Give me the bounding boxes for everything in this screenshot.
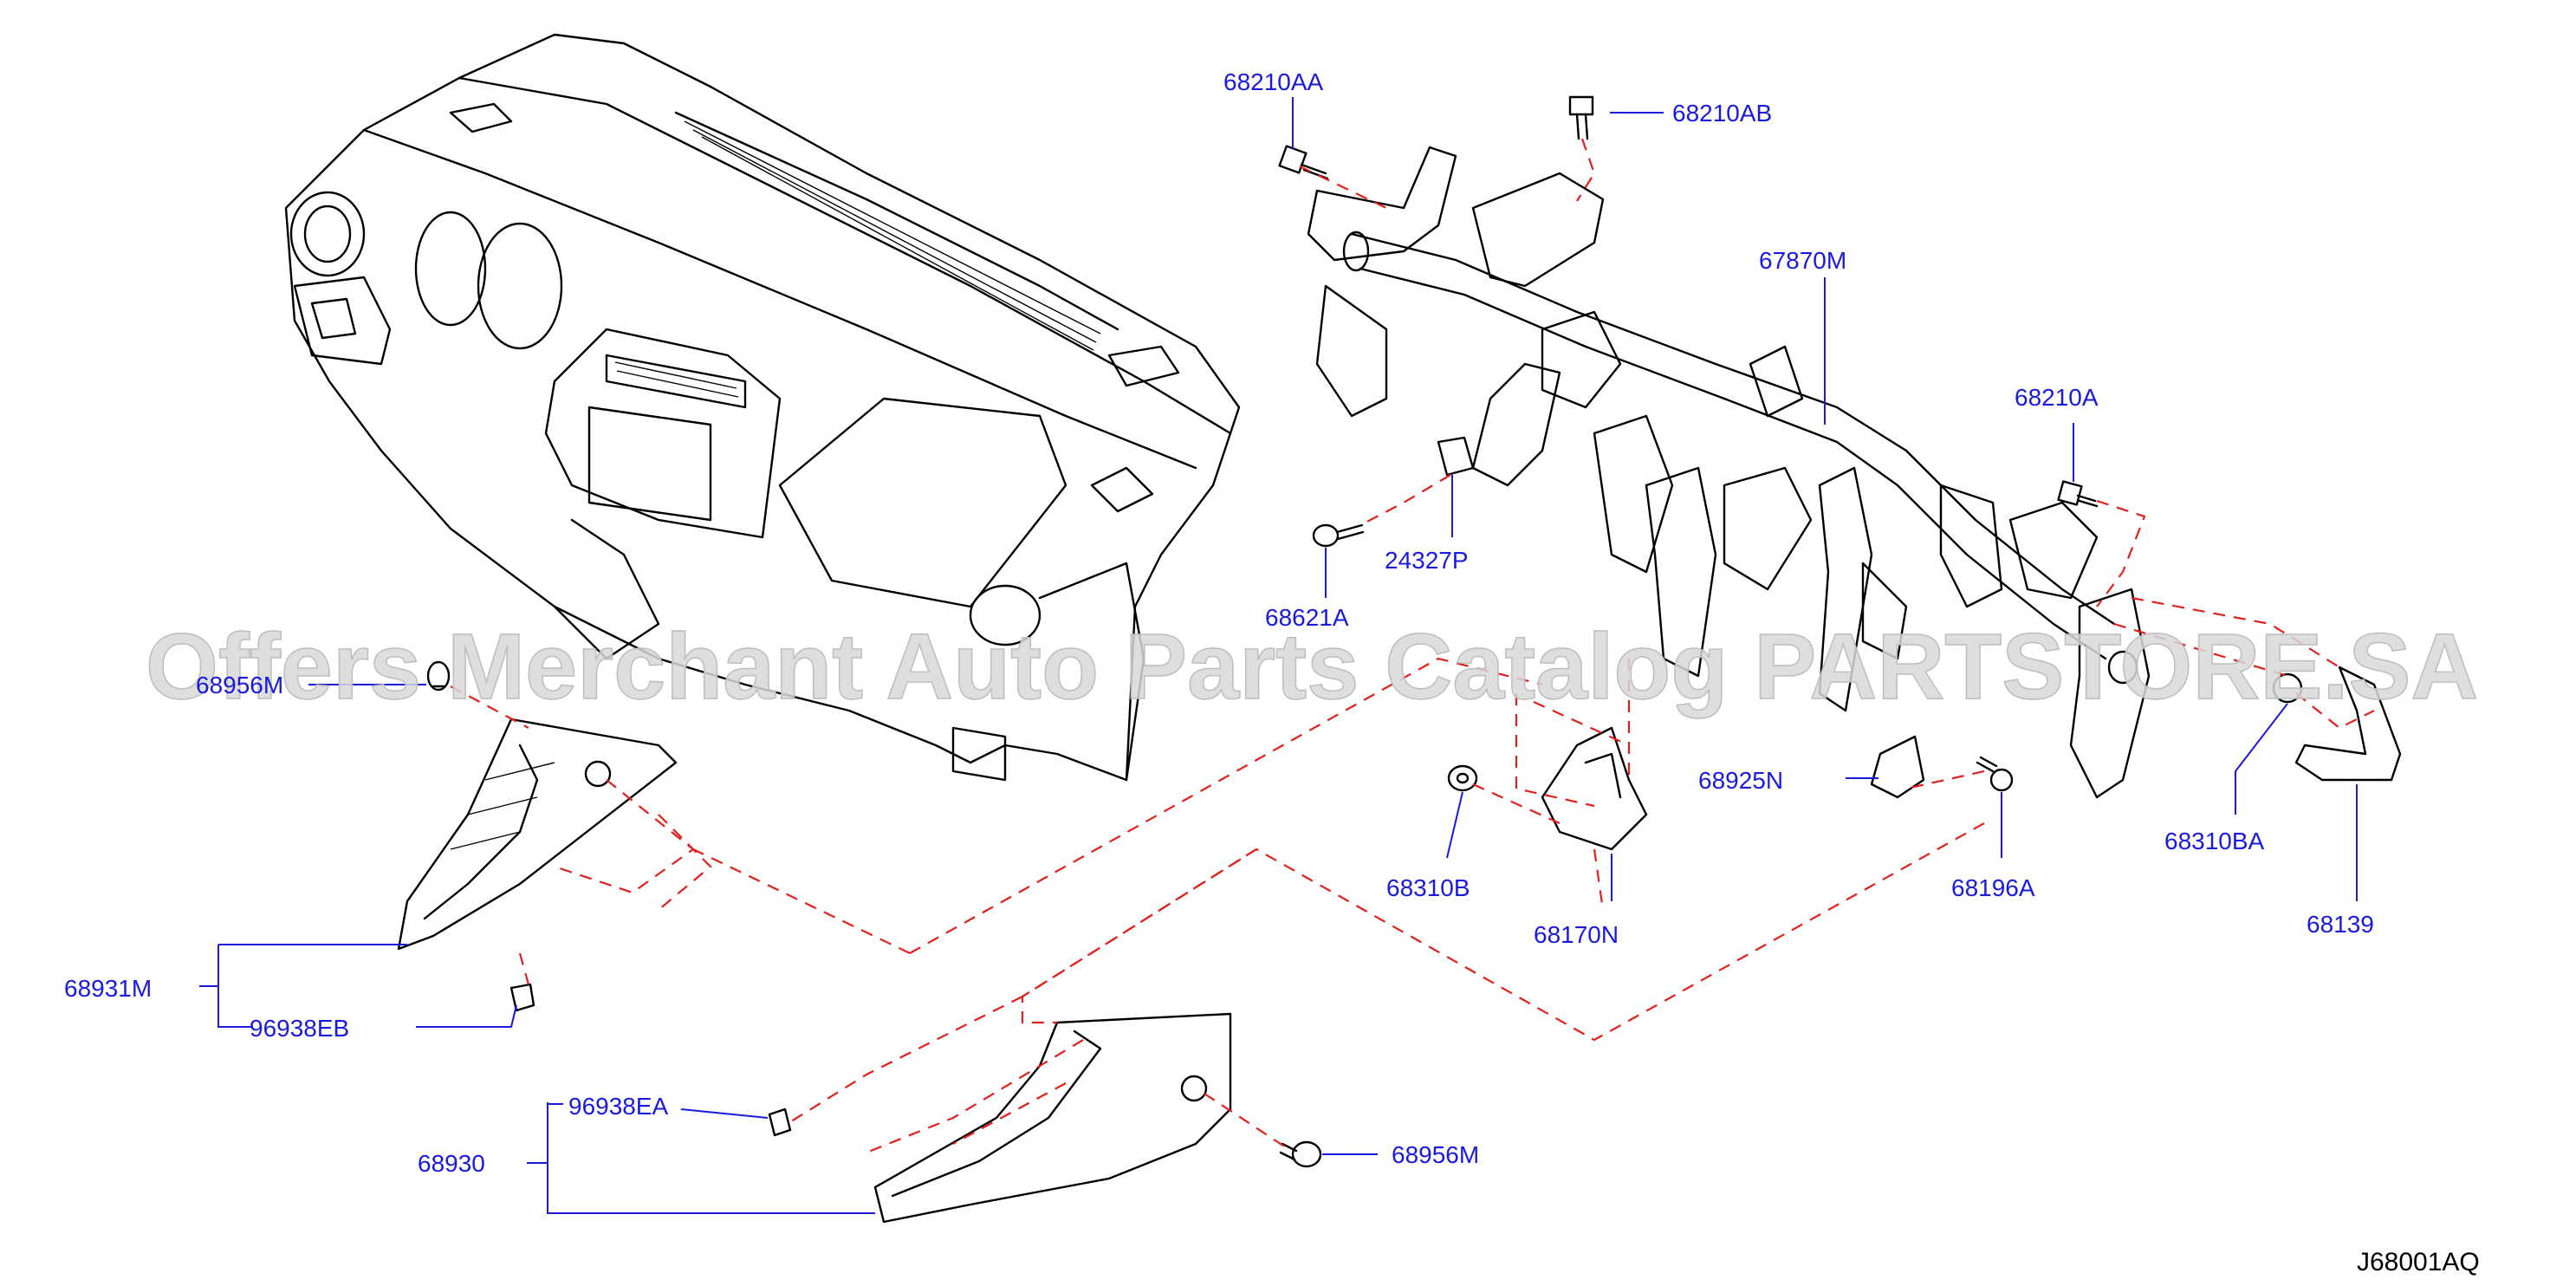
label-68210A: 68210A [2015,384,2099,411]
clip-96938EA [768,1107,792,1137]
part-labels: 68210AA 68210AB 67870M 68210A 24327P 686… [64,68,2374,1177]
bolt-68210AB [1568,95,1594,140]
label-68956M-top: 68956M [196,672,283,698]
leader-lines [199,97,2358,1214]
label-68310B: 68310B [1386,874,1470,901]
label-68139: 68139 [2307,911,2374,938]
label-96938EB: 96938EB [250,1015,349,1042]
dashboard-panel [284,33,1241,782]
label-68930: 68930 [418,1150,485,1177]
bracket-68170N [1541,726,1648,851]
label-68621A: 68621A [1265,604,1349,631]
clip-96938EB [509,983,535,1012]
label-68210AB: 68210AB [1672,100,1772,127]
bolt-68210AA [1278,145,1329,180]
clip-68956M-bottom [1279,1140,1322,1168]
bolt-68210A [2057,480,2099,508]
steering-member-assembly [1307,146,2151,799]
assembly-guide-lines [450,138,2375,1154]
clip-68956M-top [426,660,451,692]
label-67870M: 67870M [1759,247,1846,274]
diagram-code: J68001AQ [2357,1248,2480,1276]
screw-68621A [1312,523,1365,548]
bracket-68139 [2294,666,2402,782]
label-96938EA: 96938EA [568,1093,669,1120]
label-68210AA: 68210AA [1223,68,1324,95]
bracket-68925N [1870,735,1925,799]
watermark-text: Offers Merchant Auto Parts Catalog PARTS… [146,614,2478,718]
grommet-68310BA [2272,672,2303,704]
label-68925N: 68925N [1698,767,1783,794]
clip-24327P [1437,436,1475,477]
label-68196A: 68196A [1951,874,2035,901]
lower-panel-68931M [397,718,678,951]
lower-panel-68930 [873,1012,1232,1224]
screw-68196A [1976,756,2014,792]
label-68310BA: 68310BA [2164,828,2265,854]
label-68931M: 68931M [64,975,152,1002]
label-68956M-bottom: 68956M [1392,1141,1479,1168]
label-24327P: 24327P [1385,547,1469,574]
label-68170N: 68170N [1534,921,1619,948]
grommet-68310B [1447,764,1478,792]
